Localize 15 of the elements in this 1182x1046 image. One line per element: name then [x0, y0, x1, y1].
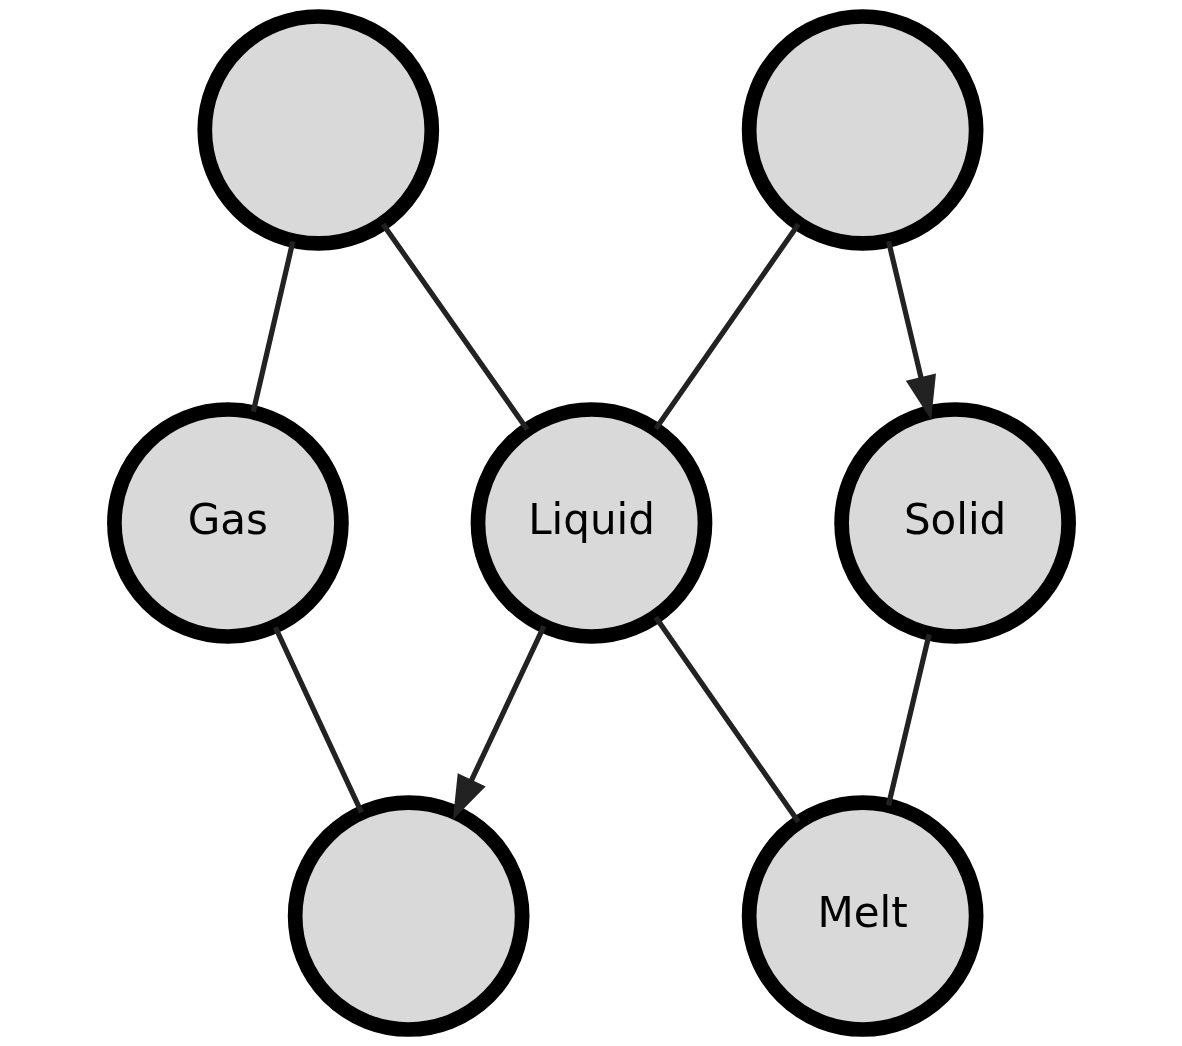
node-circle [741, 9, 983, 251]
connector [885, 633, 932, 806]
node-circle: Melt [741, 795, 983, 1037]
connector [250, 240, 295, 413]
node-circle: Liquid [470, 402, 712, 644]
connector [272, 626, 364, 814]
connector [653, 222, 801, 431]
node-circle: Solid [833, 402, 1076, 644]
arrow [885, 240, 936, 421]
node-circle [196, 9, 439, 251]
node-circle [287, 795, 529, 1037]
connector [380, 222, 529, 431]
connector [653, 615, 800, 824]
arrow [452, 625, 546, 820]
node-circle: Gas [106, 402, 349, 644]
